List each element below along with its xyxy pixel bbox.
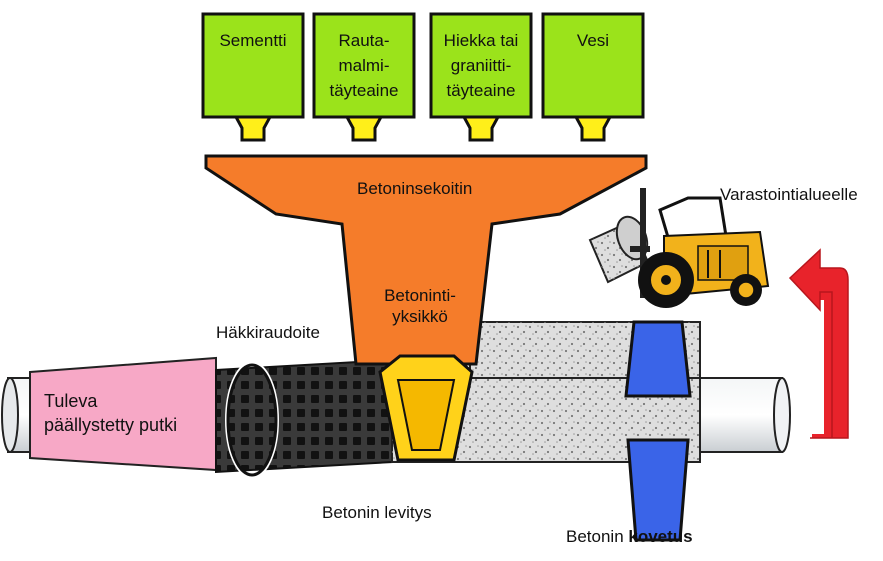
hopper-label-water: Vesi	[576, 31, 610, 50]
curing-label: Betonin kovetus	[566, 526, 693, 547]
mixer-label: Betoninsekoitin	[357, 179, 473, 198]
cage-reinforcement	[215, 358, 393, 479]
return-arrow-body	[788, 248, 849, 439]
storage-label: Varastointialueelle	[720, 185, 858, 204]
hopper-label-cement: Sementti	[219, 31, 287, 50]
pipe-right-end	[699, 377, 791, 453]
concrete-unit-label: Betoninti- yksikkö	[370, 285, 470, 327]
incoming-pipe-label: Tuleva päällystetty putki	[44, 389, 177, 437]
feed-nozzle-tip	[396, 379, 456, 451]
curing-label-prefix: Betonin	[566, 527, 629, 546]
curing-roller-bottom	[626, 438, 690, 542]
hopper-cement	[201, 12, 305, 142]
return-arrow	[808, 280, 836, 438]
cage-reinforcement-label: Häkkiraudoite	[216, 323, 320, 342]
stored-pipe	[588, 215, 650, 284]
concrete-mixer	[204, 154, 648, 366]
concrete-unit-label-line1: Betoninti-	[384, 286, 456, 305]
hopper-label-sand-granite: Hiekka tai graniitti- täyteaine	[443, 31, 519, 100]
hopper-iron-ore	[312, 12, 416, 142]
concrete-unit-label-line2: yksikkö	[392, 307, 448, 326]
incoming-pipe-label-line1: Tuleva	[44, 391, 98, 411]
incoming-pipe-label-line2: päällystetty putki	[44, 415, 178, 435]
hopper-label-iron-ore: Rauta- malmi- täyteaine	[329, 31, 399, 100]
forklift-tractor	[630, 188, 770, 308]
curing-roller-top	[624, 320, 692, 398]
spreading-label: Betonin levitys	[322, 503, 432, 522]
hopper-water	[541, 12, 645, 142]
hopper-sand-granite	[429, 12, 533, 142]
curing-label-bold: kovetus	[628, 527, 693, 546]
